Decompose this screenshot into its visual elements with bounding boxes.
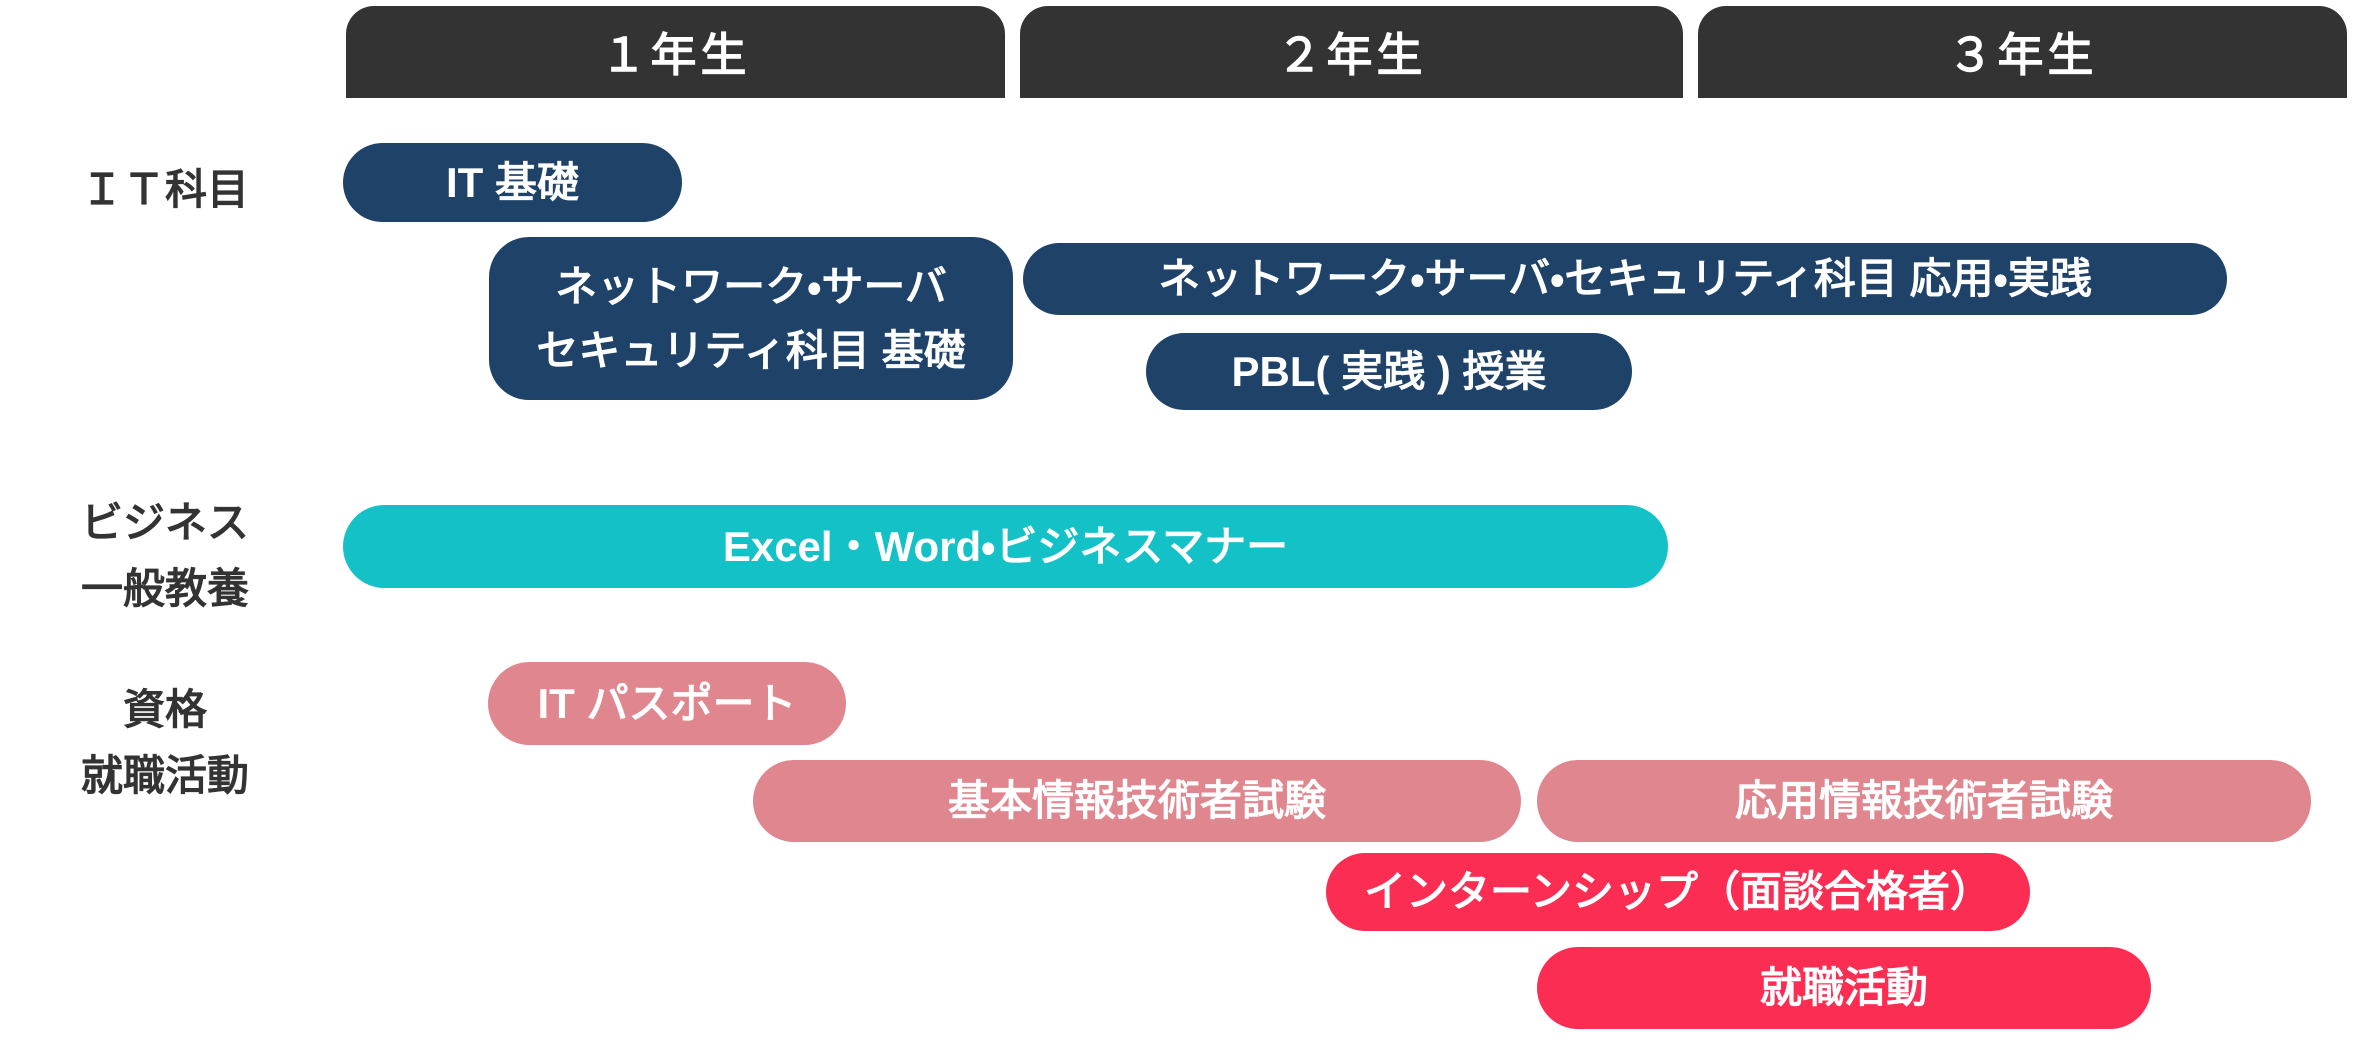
bar-network-server-security-advanced: ネットワーク・サーバ・セキュリティ科目 応用・実践 [1023,243,2227,315]
bar-it-basics: IT 基礎 [343,143,682,222]
bar-internship-interview-passers: インターンシップ（面談合格者） [1326,853,2030,931]
bar-pbl-practical-class: PBL( 実践 ) 授業 [1146,333,1632,410]
year-header-2: ２年生 [1020,6,1683,98]
bar-network-server-security-basics: ネットワーク・サーバ セキュリティ科目 基礎 [489,237,1013,400]
bar-it-passport: IT パスポート [488,662,846,745]
row-label-business-general: ビジネス 一般教養 [80,499,249,612]
bar-job-hunting: 就職活動 [1537,947,2151,1029]
bar-excel-word-business-manner: Excel・Word・ビジネスマナー [343,505,1668,588]
bar-fundamental-it-engineer-exam: 基本情報技術者試験 [753,760,1521,842]
year-header-1: １年生 [346,6,1005,98]
row-label-it-subjects: ＩＴ科目 [80,166,249,213]
year-header-3: ３年生 [1698,6,2347,98]
bar-applied-it-engineer-exam: 応用情報技術者試験 [1537,760,2311,842]
row-label-qualification-jobhunt: 資格 就職活動 [80,686,249,799]
